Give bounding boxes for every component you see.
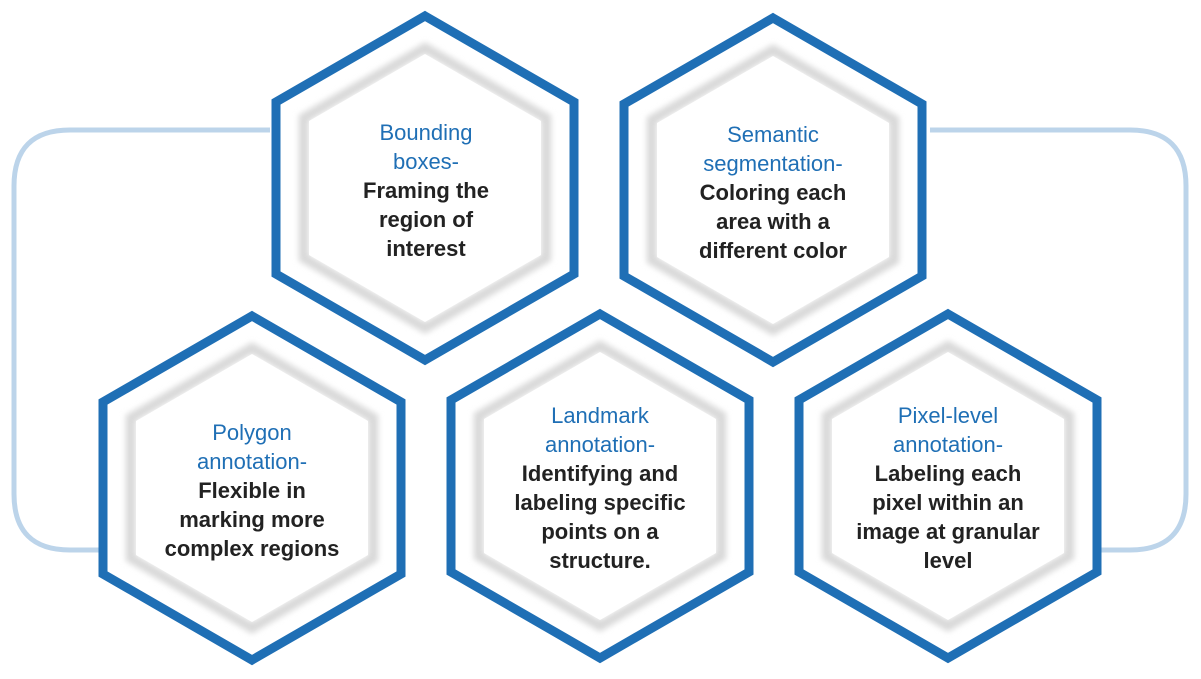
hexagon-inner-face [136,354,368,622]
hexagon-inner-face [832,352,1064,620]
connector-loop [11,127,1189,553]
hexagon-landmark-annotation [446,308,754,664]
hex-label-semantic-segmentation: Semantic segmentation- Coloring each are… [663,102,883,282]
hex-label-pixel-level-annotation: Pixel-level annotation- Labeling each pi… [833,398,1063,578]
hexagon-bounding-boxes [271,10,579,366]
hex-label-polygon-annotation: Polygon annotation- Flexible in marking … [142,400,362,580]
hexagon-pixel-level-annotation [794,308,1102,664]
hexagon-inner-shadow [125,342,379,634]
hex-label-landmark-annotation: Landmark annotation- Identifying and lab… [485,398,715,578]
hexagon-inner-face [309,54,541,322]
hexagon-inner-face [657,56,889,324]
hex-title: Pixel-level annotation- [892,403,1004,457]
hexagon-inner-shadow [298,42,552,334]
hexagon-inner-face [484,352,716,620]
hex-description: Labeling each pixel within an image at g… [856,461,1040,573]
hexagon-inner-shadow [473,340,727,632]
hex-title: Polygon annotation- [196,419,308,474]
hex-description: Coloring each area with a different colo… [699,179,847,263]
hex-description: Framing the region of interest [363,177,489,261]
hex-description: Flexible in marking more complex regions [164,477,340,561]
hexagon-polygon-annotation [98,310,406,666]
hex-title: Bounding boxes- [379,119,473,174]
hexagon-inner-shadow [646,44,900,336]
hex-title: Semantic segmentation- [703,121,843,176]
hex-title: Landmark annotation- [544,403,656,457]
hexagon-semantic-segmentation [619,12,927,368]
hexagon-inner-shadow [821,340,1075,632]
hex-label-bounding-boxes: Bounding boxes- Framing the region of in… [316,100,536,280]
hex-description: Identifying and labeling specific points… [514,461,686,573]
